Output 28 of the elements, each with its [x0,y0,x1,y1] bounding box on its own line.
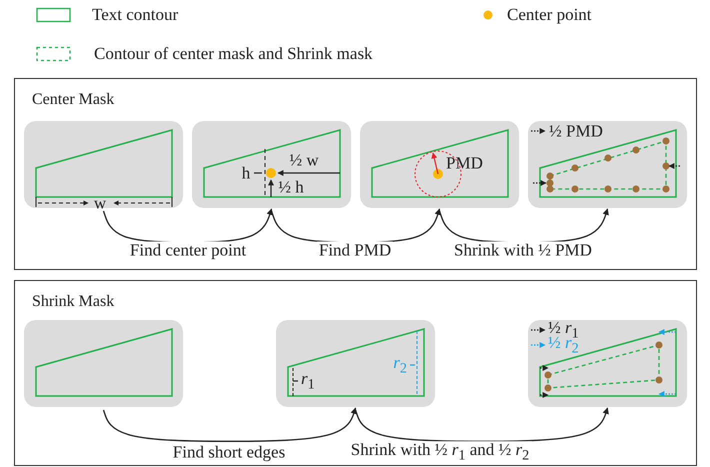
dimension-label: r$_{1}$ [301,370,315,392]
curved-arrow [354,407,609,442]
dimension-label: ½ PMD [549,122,603,140]
legend-label: Contour of center mask and Shrink mask [94,45,373,62]
dimension-label: r$_{2}$ [393,354,407,376]
curved-arrow [102,407,357,442]
image-panel [528,320,687,407]
section-title: Center Mask [32,91,114,109]
dimension-label: PMD [446,154,483,172]
section-frame [14,78,697,270]
dimension-label: ½ h [278,178,304,196]
image-panel [528,121,687,208]
image-panel [24,320,183,407]
image-panel [24,121,183,208]
edge-label: Shrink with ½ PMD [452,242,594,258]
image-panel [360,121,519,208]
dimension-label: h [242,164,250,182]
dimension-label: w [94,194,106,212]
legend-label: Center point [507,6,592,23]
image-panel [192,121,351,208]
section-title: Shrink Mask [32,293,114,311]
image-panel [276,320,435,407]
legend-label: Text contour [92,6,178,23]
section-frame [14,280,697,466]
edge-label: Find center point [128,242,248,258]
dimension-label: ½ w [289,152,319,168]
edge-label: Find PMD [316,242,394,258]
edge-label: Find short edges [170,444,288,460]
